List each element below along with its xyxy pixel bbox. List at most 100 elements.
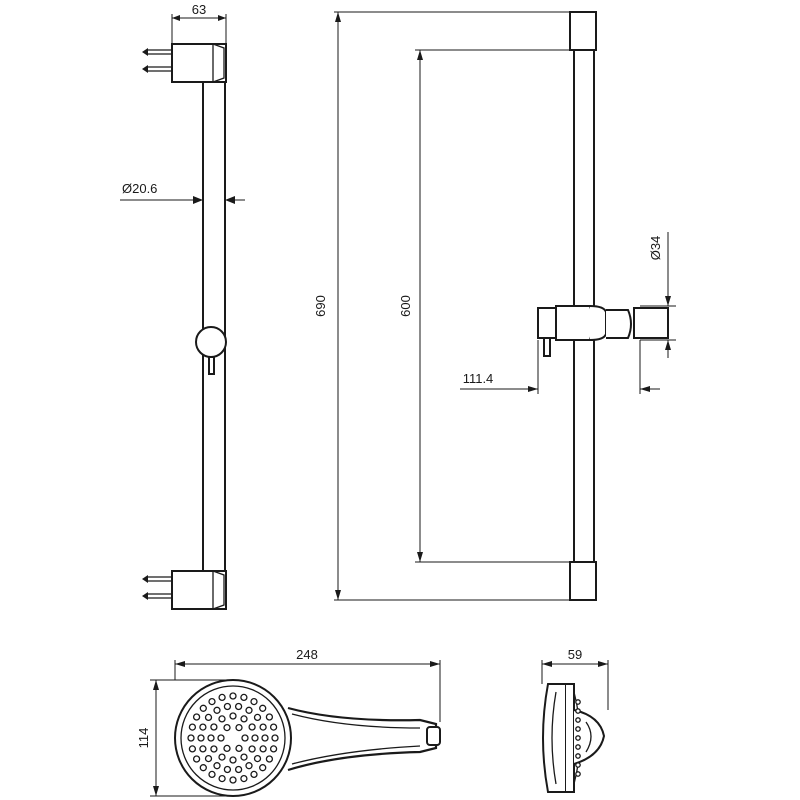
slider-knob: [195, 326, 227, 358]
nozzle-icon: [251, 734, 259, 742]
nozzle-icon: [229, 712, 237, 720]
nozzle-icon: [271, 734, 279, 742]
front-slider-pin: [543, 337, 551, 357]
nozzle-icon: [199, 704, 207, 712]
nozzle-icon: [241, 734, 249, 742]
nozzle-icon: [240, 753, 248, 761]
nozzle-icon: [207, 734, 215, 742]
dim-bar-diameter: Ø20.6: [120, 181, 245, 204]
nozzle-icon: [192, 713, 201, 721]
nozzle-icon: [223, 744, 231, 753]
side-nozzle-icon: [575, 762, 581, 768]
nozzle-icon: [208, 770, 216, 779]
nozzle-icon: [223, 765, 232, 774]
nozzle-icon: [199, 745, 207, 753]
dim-bracket-width: 63: [171, 2, 227, 44]
bottom-bracket-screws: [142, 575, 172, 600]
dim-label-114: 114: [136, 728, 151, 749]
nozzle-icon: [199, 764, 207, 772]
nozzle-icon: [248, 745, 256, 753]
handset-side-nozzles: [575, 699, 581, 777]
nozzle-icon: [218, 753, 226, 761]
front-top-bracket: [569, 11, 597, 51]
nozzle-icon: [213, 706, 221, 714]
dim-label-diameter-34: Ø34: [648, 236, 663, 261]
nozzle-icon: [187, 734, 195, 742]
nozzle-icon: [208, 697, 216, 706]
bottom-wall-bracket: [171, 570, 227, 610]
nozzle-icon: [210, 745, 218, 753]
nozzle-icon: [234, 702, 243, 711]
front-view-rail: [537, 11, 669, 601]
nozzle-icon: [235, 744, 243, 753]
dim-handset-length: 248: [174, 647, 441, 722]
dim-label-600: 600: [398, 295, 413, 317]
side-nozzle-icon: [575, 771, 581, 777]
dim-label-59: 59: [568, 647, 582, 662]
top-bracket-screws: [142, 48, 172, 73]
nozzle-icon: [240, 715, 248, 723]
nozzle-icon: [218, 693, 226, 702]
nozzle-icon: [250, 697, 258, 706]
side-nozzle-icon: [575, 708, 581, 714]
nozzle-icon: [240, 774, 248, 783]
nozzle-icon: [218, 774, 226, 783]
nozzle-icon: [213, 762, 221, 770]
nozzle-icon: [204, 713, 213, 722]
nozzle-icon: [229, 692, 237, 700]
nozzle-icon: [240, 693, 248, 702]
dim-label-diameter-20-6: Ø20.6: [122, 181, 157, 196]
nozzle-icon: [229, 776, 237, 784]
nozzle-icon: [269, 723, 278, 731]
side-nozzle-icon: [575, 726, 581, 732]
nozzle-icon: [259, 704, 267, 712]
nozzle-icon: [250, 770, 258, 779]
side-nozzle-icon: [575, 699, 581, 705]
nozzle-icon: [218, 715, 226, 723]
nozzle-icon: [259, 723, 267, 731]
nozzle-icon: [253, 754, 262, 763]
nozzle-icon: [188, 745, 197, 753]
handset-front-view: [174, 679, 441, 797]
nozzle-icon: [210, 723, 218, 731]
nozzle-icon: [235, 723, 243, 732]
nozzle-icon: [199, 723, 207, 731]
nozzle-icon: [192, 755, 201, 763]
dim-bracket-spacing: 600: [398, 49, 574, 563]
front-slider-holder: [537, 305, 669, 357]
side-nozzle-icon: [575, 744, 581, 750]
dim-label-111-4: 111.4: [463, 371, 494, 386]
side-nozzle-icon: [575, 717, 581, 723]
nozzle-icon: [223, 702, 232, 711]
dim-handset-width: 114: [136, 679, 233, 797]
dim-handset-depth: 59: [541, 647, 609, 710]
front-bottom-bracket: [569, 561, 597, 601]
dim-label-248: 248: [296, 647, 318, 662]
nozzle-icon: [197, 734, 205, 742]
nozzle-icon: [188, 723, 197, 731]
nozzle-icon: [248, 723, 256, 731]
side-nozzle-icon: [575, 753, 581, 759]
nozzle-icon: [217, 734, 225, 742]
dim-overall-length: 690: [313, 11, 570, 601]
handset-side-view: [542, 683, 606, 793]
nozzle-icon: [223, 723, 231, 732]
nozzle-icon: [259, 745, 267, 753]
side-nozzle-icon: [575, 735, 581, 741]
nozzle-icon: [265, 755, 274, 763]
nozzle-icon: [229, 756, 237, 764]
dim-slider-projection: 111.4: [460, 340, 660, 394]
handset-nozzles: [187, 692, 279, 784]
dim-slider-diameter: Ø34: [640, 232, 676, 358]
nozzle-icon: [245, 762, 253, 770]
nozzle-icon: [269, 745, 278, 753]
slider-pin: [208, 356, 215, 375]
handset-connector: [426, 726, 441, 746]
dim-label-690: 690: [313, 295, 328, 317]
top-wall-bracket: [171, 43, 227, 83]
side-view-rail: [142, 43, 227, 610]
nozzle-icon: [261, 734, 269, 742]
dim-label-63: 63: [192, 2, 206, 17]
